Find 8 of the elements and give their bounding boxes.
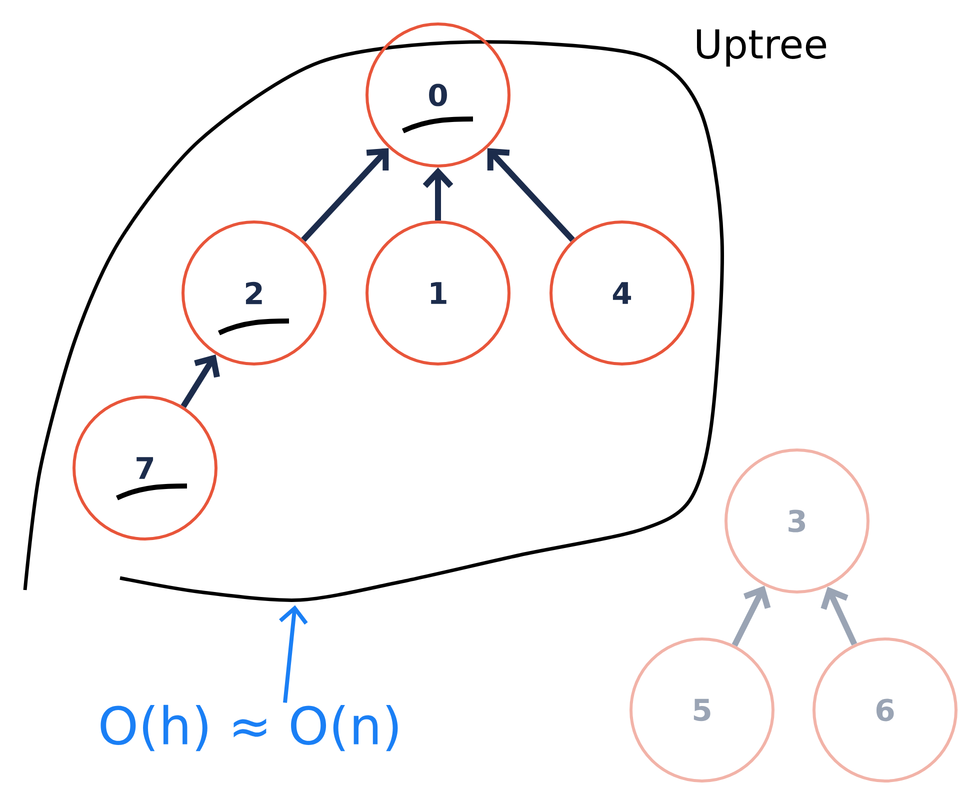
handwritten-title: Uptree	[697, 29, 826, 67]
arrow	[487, 148, 575, 242]
arrow	[820, 586, 858, 646]
arrow	[279, 605, 308, 703]
arrow	[301, 148, 389, 242]
arrow	[732, 586, 771, 647]
handwritten-formula: O(h) ≈ O(n)	[100, 704, 398, 752]
arrow	[180, 354, 220, 408]
